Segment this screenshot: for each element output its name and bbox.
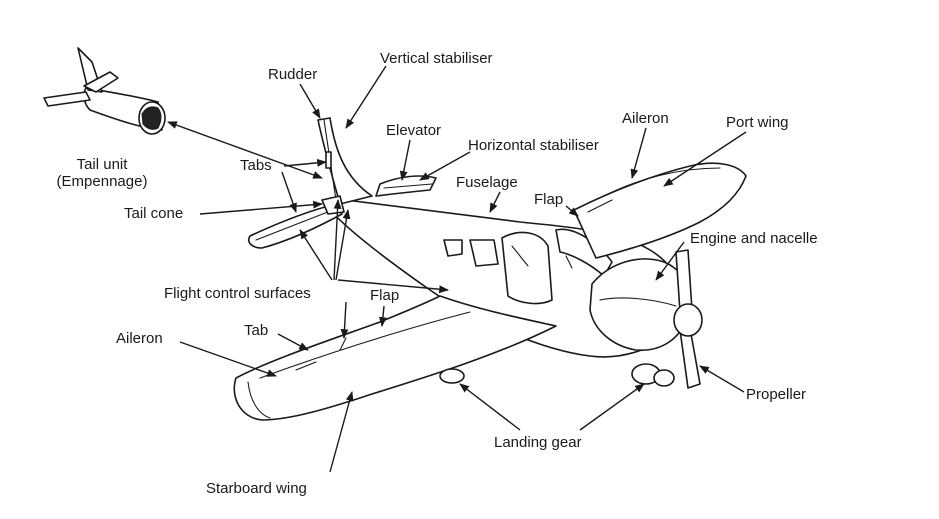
- tail-link-arrow: [167, 121, 323, 179]
- label-tail-unit: Tail unit (Empennage): [52, 156, 152, 190]
- label-fuselage: Fuselage: [456, 174, 518, 191]
- label-flight-control-surfaces: Flight control surfaces: [164, 285, 311, 302]
- tail-unit-sketch: [43, 47, 166, 135]
- aircraft: [233, 117, 747, 421]
- label-propeller: Propeller: [746, 386, 807, 403]
- leader-lines: [179, 65, 747, 473]
- label-port-wing: Port wing: [726, 114, 789, 131]
- landing-gear-shape: [439, 363, 675, 387]
- label-tail-unit-line1: Tail unit: [76, 156, 128, 173]
- label-tail-unit-line2: (Empennage): [56, 173, 148, 190]
- label-elevator: Elevator: [386, 122, 442, 139]
- engine-nacelle-shape: [589, 258, 691, 351]
- label-tab: Tab: [244, 322, 269, 339]
- label-vertical-stabiliser: Vertical stabiliser: [380, 50, 493, 67]
- label-aileron-port: Aileron: [622, 110, 669, 127]
- label-tabs: Tabs: [240, 157, 272, 174]
- label-rudder: Rudder: [268, 66, 318, 83]
- label-flap-port: Flap: [534, 191, 564, 208]
- label-tail-cone: Tail cone: [124, 205, 184, 222]
- label-aileron-starboard: Aileron: [116, 330, 163, 347]
- vertical-stabiliser-shape: [317, 117, 373, 205]
- label-landing-gear: Landing gear: [494, 434, 582, 451]
- label-horizontal-stabiliser: Horizontal stabiliser: [468, 137, 599, 154]
- label-engine-and-nacelle: Engine and nacelle: [690, 230, 818, 247]
- label-flap-starboard: Flap: [370, 287, 400, 304]
- label-starboard-wing: Starboard wing: [206, 480, 307, 497]
- starboard-wing-shape: [233, 295, 557, 421]
